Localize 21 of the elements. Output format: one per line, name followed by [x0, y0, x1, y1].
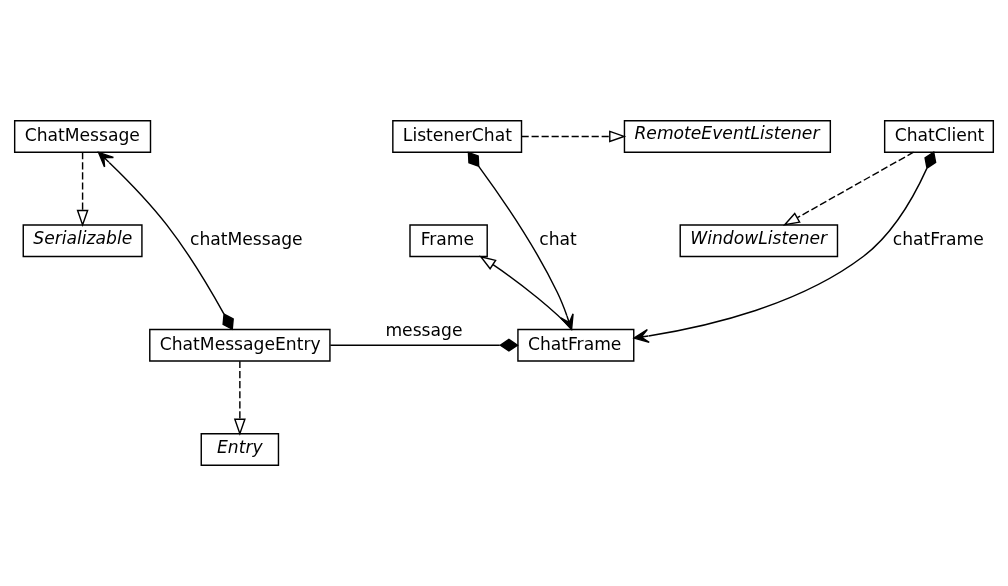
connector: [329, 338, 519, 352]
arrow: [233, 360, 246, 436]
arrow: [782, 151, 915, 226]
edge-label: message: [385, 320, 463, 341]
edge-label: chatMessage: [189, 229, 303, 250]
node-box: Frame: [409, 224, 488, 258]
node-box: ChatMessageEntry: [149, 328, 331, 362]
edge-label: chatFrame: [892, 229, 984, 250]
arrow: [633, 151, 937, 344]
arrow: [97, 151, 234, 331]
node-box: Serializable: [22, 224, 143, 258]
node-box: RemoteEventListener: [623, 120, 832, 153]
node-box: ChatMessage: [13, 120, 152, 153]
arrow: [520, 130, 627, 143]
arrow: [76, 151, 89, 228]
node-box: WindowListener: [679, 224, 839, 258]
node-box: Entry: [200, 433, 280, 466]
node-box: ListenerChat: [392, 120, 523, 153]
node-box: ChatFrame: [517, 328, 635, 362]
node-box: ChatClient: [883, 120, 995, 153]
edge-label: chat: [539, 229, 577, 250]
